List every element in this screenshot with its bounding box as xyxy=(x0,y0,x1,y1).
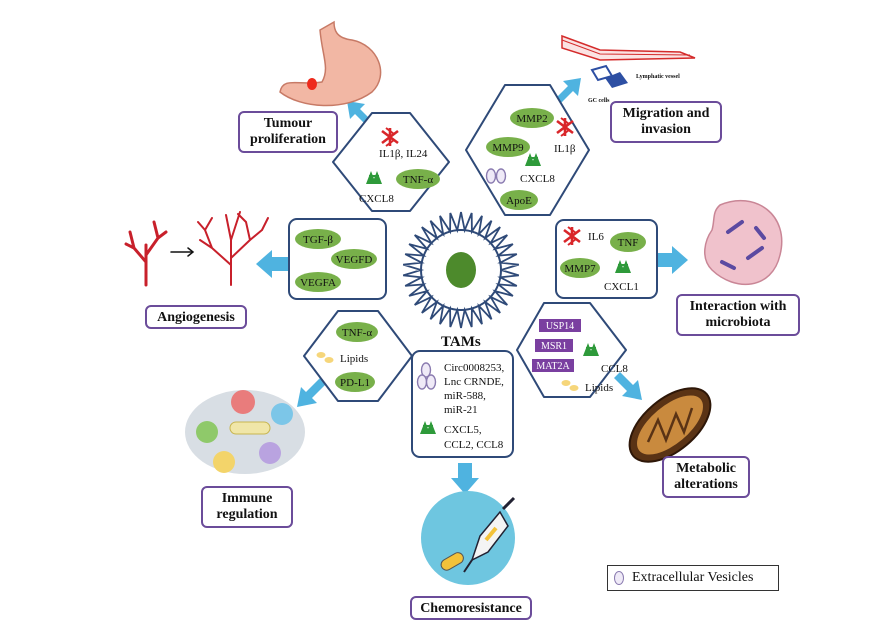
vegfa-blob xyxy=(295,272,341,292)
lymphatic-label: Lymphatic vessel xyxy=(636,74,680,80)
imm-lipids-text: Lipids xyxy=(340,353,368,365)
chemo-l3: miR-588, xyxy=(444,390,486,402)
immune-cells-illustration xyxy=(185,390,305,474)
label-interaction-microbiota: Interaction with microbiota xyxy=(676,294,800,336)
arrow-microbiota xyxy=(658,246,688,274)
met-lipids: Lipids xyxy=(585,382,613,394)
ang-tgf-text: TGF-β xyxy=(303,234,333,246)
mig-mmp9-text: MMP9 xyxy=(492,142,524,154)
chemo-l6: CCL2, CCL8 xyxy=(444,439,504,451)
legend-label: Extracellular Vesicles xyxy=(632,570,754,585)
mic-il6-text: IL6 xyxy=(588,231,604,243)
mmp9-blob xyxy=(486,137,530,157)
met-mat2a: MAT2A xyxy=(536,361,570,372)
tp-tnf-text: TNF-α xyxy=(403,174,433,186)
vesicle-icon xyxy=(485,168,497,184)
chemo-l2: Lnc CRNDE, xyxy=(444,376,504,388)
tam-nucleus xyxy=(446,252,476,288)
chemo-l1: Circ0008253, xyxy=(444,362,504,374)
mig-cxcl8-text: CXCL8 xyxy=(520,173,555,185)
mic-tnf-text: TNF xyxy=(618,237,639,249)
tams-label: TAMs xyxy=(441,334,481,350)
vesicle-icon xyxy=(416,374,428,390)
met-ccl8: CCL8 xyxy=(601,363,628,375)
lipid-icon xyxy=(324,357,334,363)
gc-cells-label: GC cells xyxy=(588,98,610,104)
box-immune xyxy=(303,310,413,402)
mmp7-blob xyxy=(560,258,600,278)
label-immune-regulation: Immune regulation xyxy=(201,486,293,528)
usp14-tag xyxy=(539,319,581,332)
box-chemoresistance xyxy=(411,350,514,458)
tp-il-text: IL1β, IL24 xyxy=(379,148,428,160)
mig-apoe-text: ApoE xyxy=(506,195,532,207)
arrow-metabolic xyxy=(614,372,642,400)
chemo-l5: CXCL5, xyxy=(444,424,482,436)
lymphatic-vessel-illustration: Lymphatic vessel GC cells xyxy=(561,34,696,104)
legend: Extracellular Vesicles xyxy=(607,565,779,591)
gut-illustration xyxy=(704,199,783,286)
tnf-blob xyxy=(610,232,646,252)
met-usp14: USP14 xyxy=(546,321,574,332)
ang-vegfd-text: VEGFD xyxy=(336,254,373,266)
mitochondria-illustration xyxy=(628,387,712,463)
blood-vessels-illustration xyxy=(124,211,269,287)
msr1-tag xyxy=(535,339,573,352)
imm-tnf-text: TNF-α xyxy=(342,327,372,339)
label-migration-invasion: Migration and invasion xyxy=(610,101,722,143)
apoe-blob xyxy=(500,190,538,210)
mat2a-tag xyxy=(532,359,574,372)
arrow-chemo xyxy=(451,463,479,494)
lipid-icon xyxy=(569,385,579,391)
label-metabolic-alterations: Metabolic alterations xyxy=(662,456,750,498)
label-tumour-proliferation: Tumour proliferation xyxy=(238,111,338,153)
ang-vegfa-text: VEGFA xyxy=(300,277,336,289)
pdl1-blob xyxy=(335,372,375,392)
vesicle-icon xyxy=(614,571,624,585)
lipid-icon xyxy=(316,352,326,358)
chemo-l4: miR-21 xyxy=(444,404,478,416)
vesicle-icon xyxy=(425,374,437,390)
lipid-icon xyxy=(561,380,571,386)
vesicle-icon xyxy=(495,168,507,184)
tnf-blob xyxy=(396,169,440,189)
mmp2-blob xyxy=(510,108,554,128)
mic-cxcl1-text: CXCL1 xyxy=(604,281,639,293)
label-chemoresistance: Chemoresistance xyxy=(410,596,532,620)
arrow-migration xyxy=(556,78,581,103)
tam-cell xyxy=(402,211,520,329)
label-angiogenesis: Angiogenesis xyxy=(145,305,247,329)
mic-mmp7-text: MMP7 xyxy=(564,263,596,275)
vegfd-blob xyxy=(331,249,377,269)
arrow-angiogenesis xyxy=(256,250,288,278)
arrow-immune xyxy=(297,378,326,407)
tp-cxcl-text: CXCL8 xyxy=(359,193,394,205)
tam-spikes xyxy=(402,211,520,329)
mig-il1b-text: IL1β xyxy=(554,143,576,155)
mig-mmp2-text: MMP2 xyxy=(516,113,547,125)
met-msr1: MSR1 xyxy=(541,341,567,352)
imm-pdl1-text: PD-L1 xyxy=(340,377,370,389)
tnf-blob xyxy=(336,322,378,342)
syringe-illustration xyxy=(421,491,516,585)
stomach-illustration xyxy=(279,20,382,107)
tgf-blob xyxy=(295,229,341,249)
